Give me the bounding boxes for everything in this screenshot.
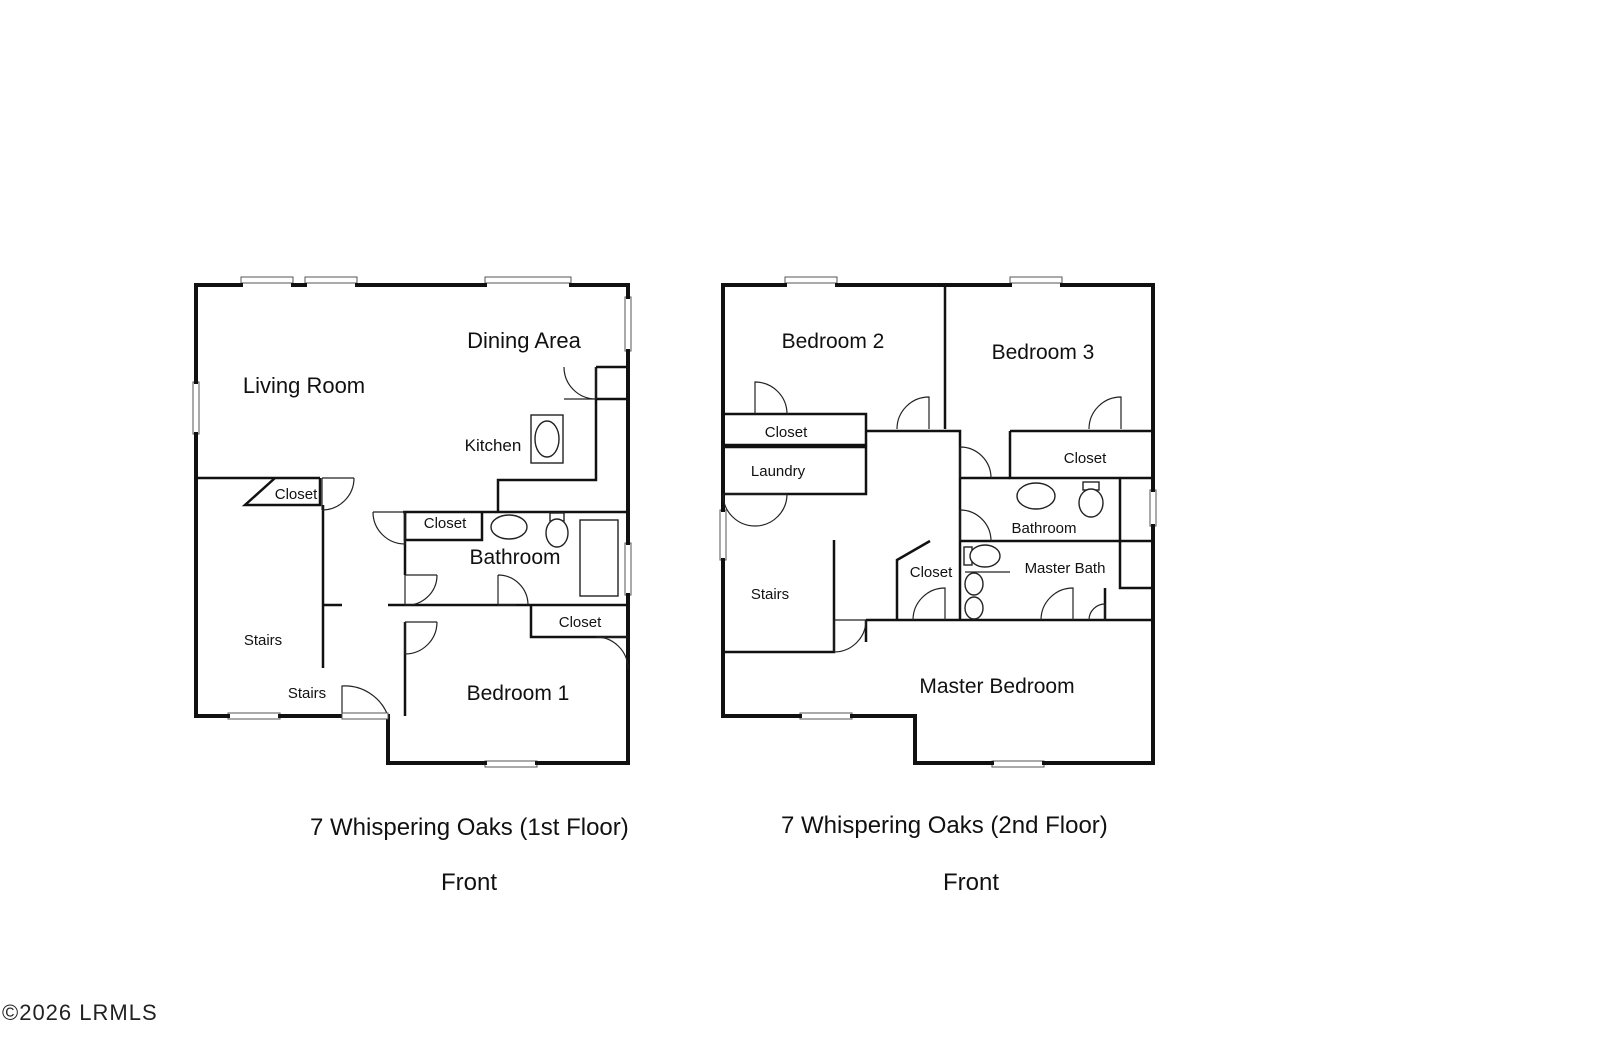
sink-basin xyxy=(964,596,984,620)
window xyxy=(624,296,632,352)
closet-wall xyxy=(241,477,322,507)
door xyxy=(959,446,992,479)
window xyxy=(240,276,294,284)
closet-wall xyxy=(895,539,931,620)
window xyxy=(304,276,358,284)
window xyxy=(719,509,727,561)
entry-threshold xyxy=(341,712,389,720)
floor-1-front-label: Front xyxy=(441,869,498,896)
sink-basin xyxy=(534,420,560,458)
sliding-door xyxy=(484,276,572,284)
floor-1-title: 7 Whispering Oaks (1st Floor) xyxy=(310,814,629,841)
floor-2-front-label: Front xyxy=(943,869,1000,896)
closet-wall xyxy=(723,412,868,447)
door xyxy=(833,619,867,653)
window xyxy=(192,381,200,435)
room-label-kitchen: Kitchen xyxy=(465,436,522,455)
floor-2-title: 7 Whispering Oaks (2nd Floor) xyxy=(781,812,1108,839)
room-label-bedroom-1: Bedroom 1 xyxy=(467,682,570,705)
toilet xyxy=(969,544,1001,568)
room-label-living-room: Living Room xyxy=(243,373,365,398)
door xyxy=(754,381,788,415)
window xyxy=(227,712,281,720)
room-label-bedroom-3: Bedroom 3 xyxy=(992,341,1095,364)
door xyxy=(1088,603,1106,621)
window xyxy=(624,542,632,596)
bathtub xyxy=(579,519,619,597)
room-label-closet: Closet xyxy=(1064,450,1107,467)
window xyxy=(784,276,838,284)
door xyxy=(372,511,406,545)
door xyxy=(1040,587,1074,621)
laundry-wall xyxy=(723,445,868,496)
toilet xyxy=(1078,488,1104,518)
room-label-closet: Closet xyxy=(275,486,318,503)
entry-door xyxy=(341,685,389,717)
floor-1-plan: Living Room Dining Area Kitchen Closet C… xyxy=(192,276,632,768)
room-label-stairs: Stairs xyxy=(244,632,282,649)
room-label-bathroom: Bathroom xyxy=(469,546,560,569)
window xyxy=(991,760,1045,768)
room-label-bedroom-2: Bedroom 2 xyxy=(782,330,885,353)
window xyxy=(484,760,538,768)
floor-2-plan: Bedroom 2 Bedroom 3 Closet Closet Laundr… xyxy=(719,276,1157,768)
door xyxy=(497,574,529,606)
room-label-closet: Closet xyxy=(559,614,602,631)
floor-2-exterior-walls xyxy=(721,283,1155,765)
room-label-master-bedroom: Master Bedroom xyxy=(919,675,1074,698)
bath-wall xyxy=(960,476,1153,590)
hall-wall xyxy=(866,429,962,620)
room-label-stairs: Stairs xyxy=(288,685,326,702)
window xyxy=(1149,489,1157,527)
door xyxy=(595,636,629,670)
window xyxy=(1009,276,1063,284)
sink-basin xyxy=(964,572,984,596)
sink-basin xyxy=(490,514,528,540)
door xyxy=(563,366,597,400)
room-label-laundry: Laundry xyxy=(751,463,806,480)
door xyxy=(404,621,438,655)
double-door xyxy=(722,493,788,527)
room-label-bathroom: Bathroom xyxy=(1011,520,1076,537)
toilet xyxy=(545,518,569,548)
kitchen-wall xyxy=(496,399,598,512)
room-label-stairs: Stairs xyxy=(751,586,789,603)
door xyxy=(959,509,992,542)
wall xyxy=(864,588,1107,642)
sink-basin xyxy=(1016,482,1056,510)
pantry-wall xyxy=(594,365,628,401)
door xyxy=(896,396,930,430)
window xyxy=(799,712,853,720)
copyright-watermark: ©2026 LRMLS xyxy=(2,1000,158,1025)
room-label-master-bath: Master Bath xyxy=(1025,560,1106,577)
door xyxy=(1088,396,1122,430)
door xyxy=(912,587,946,621)
room-label-dining-area: Dining Area xyxy=(467,328,582,353)
room-label-closet: Closet xyxy=(765,424,808,441)
door xyxy=(404,574,438,606)
room-label-closet: Closet xyxy=(424,515,467,532)
floor-1-exterior-walls xyxy=(194,283,630,765)
door xyxy=(321,477,355,511)
room-label-closet: Closet xyxy=(910,564,953,581)
